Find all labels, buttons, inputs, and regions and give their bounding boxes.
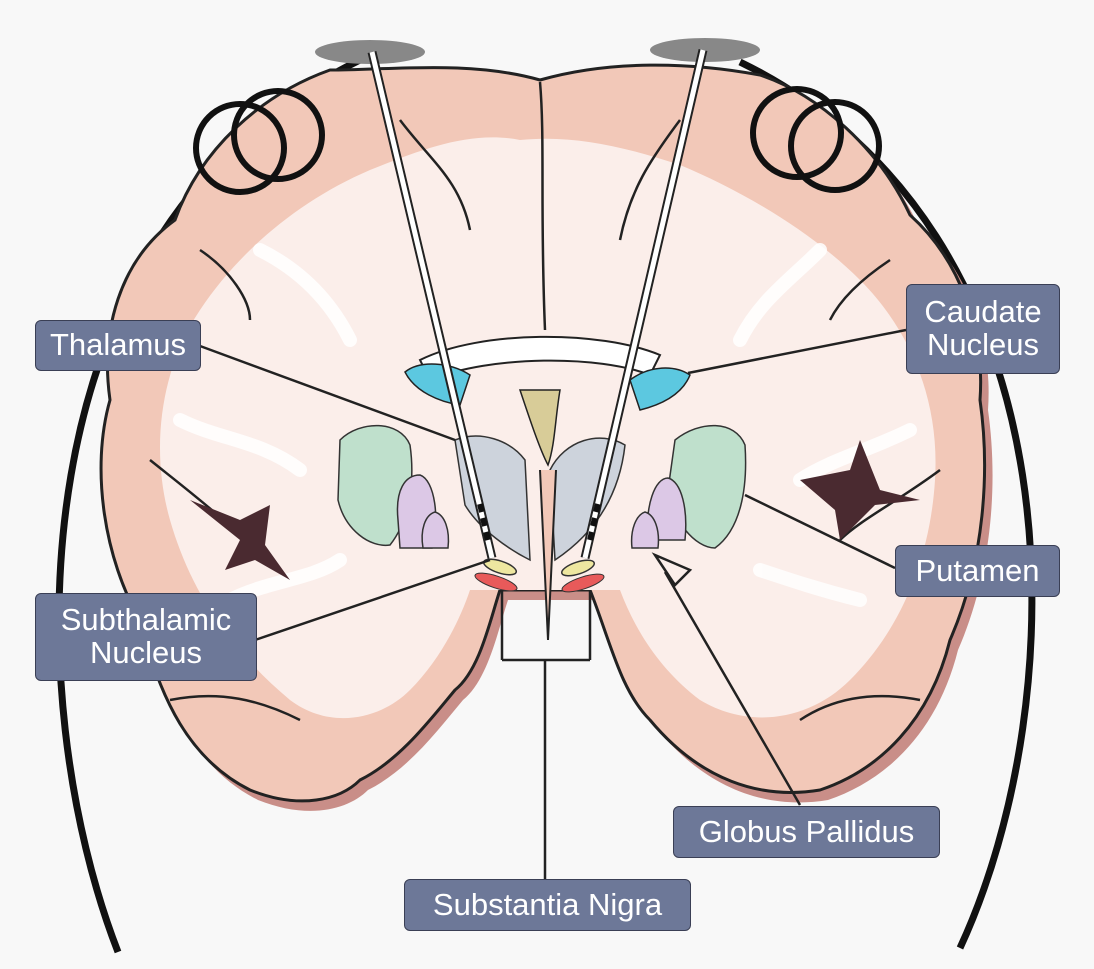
label-substantia-nigra: Substantia Nigra [404, 879, 691, 931]
label-globus-pallidus: Globus Pallidus [673, 806, 940, 858]
label-thalamus: Thalamus [35, 320, 201, 371]
label-caudate-nucleus: Caudate Nucleus [906, 284, 1060, 374]
label-putamen: Putamen [895, 545, 1060, 597]
label-subthalamic-nucleus: Subthalamic Nucleus [35, 593, 257, 681]
leader-substantia-nigra [502, 590, 590, 880]
